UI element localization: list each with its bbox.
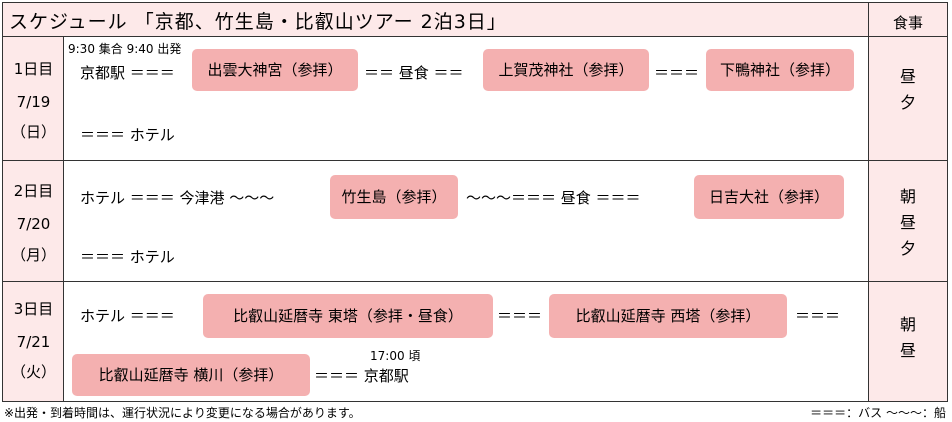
- day2-end: ＝＝＝ ホテル: [80, 248, 175, 266]
- day3-meals: 朝 昼: [869, 282, 947, 401]
- day3-meal-1: 朝: [899, 315, 916, 334]
- day1-meal-1: 昼: [899, 67, 916, 86]
- day1-start: 京都駅 ＝＝＝: [80, 64, 175, 82]
- day1-itinerary: 9:30 集合 9:40 出発 京都駅 ＝＝＝ 出雲大神宮（参拝） ＝＝ 昼食 …: [64, 37, 869, 161]
- day2-itinerary: ホテル ＝＝＝ 今津港 〜〜〜 竹生島（参拝） 〜〜〜＝＝＝ 昼食 ＝＝＝ 日吉…: [64, 161, 869, 282]
- day1-day: 1日目: [13, 60, 54, 78]
- day2-start: ホテル ＝＝＝ 今津港 〜〜〜: [80, 189, 275, 207]
- day1-meal-2: 夕: [899, 93, 916, 112]
- day2-weekday: （月）: [10, 246, 56, 264]
- day3-end: ＝＝＝ 京都駅: [314, 367, 409, 385]
- day2-meal-3: 夕: [899, 239, 916, 258]
- day2-date: 7/20: [16, 215, 51, 233]
- day3-spot3: 比叡山延暦寺 横川（参拝）: [72, 354, 310, 396]
- day2-meals: 朝 昼 夕: [869, 161, 947, 282]
- day3-spot1: 比叡山延暦寺 東塔（参拝・昼食）: [203, 294, 493, 338]
- day3-label-cell: 3日目 7/21 （火）: [3, 282, 64, 401]
- day1-end: ＝＝＝ ホテル: [80, 126, 175, 144]
- day2-meal-1: 朝: [899, 187, 916, 206]
- footer-note: ※出発・到着時間は、運行状況により変更になる場合があります。: [4, 406, 361, 420]
- day2-meal-2: 昼: [899, 213, 916, 232]
- day1-spot3: 下鴨神社（参拝）: [706, 49, 854, 91]
- day3-weekday: （火）: [10, 363, 56, 381]
- day1-mid1: ＝＝ 昼食 ＝＝: [364, 64, 464, 82]
- schedule-title: スケジュール 「京都、竹生島・比叡山ツアー 2泊3日」: [9, 11, 507, 33]
- day1-label-cell: 1日目 7/19 （日）: [3, 37, 64, 161]
- day2-spot2: 日吉大社（参拝）: [694, 175, 844, 219]
- day2-day: 2日目: [13, 182, 54, 200]
- schedule-table: スケジュール 「京都、竹生島・比叡山ツアー 2泊3日」 食事 1日目 7/19 …: [2, 2, 948, 402]
- day3-mid2: ＝＝＝: [795, 307, 841, 325]
- day3-mid1: ＝＝＝: [497, 307, 543, 325]
- day2-mid1: 〜〜〜＝＝＝ 昼食 ＝＝＝: [466, 189, 641, 207]
- day1-date: 7/19: [16, 93, 51, 111]
- day1-meals: 昼 夕: [869, 37, 947, 161]
- day3-time-note: 17:00 頃: [370, 349, 421, 363]
- day2-spot1: 竹生島（参拝）: [330, 175, 458, 219]
- day2-label-cell: 2日目 7/20 （月）: [3, 161, 64, 282]
- day1-mid2: ＝＝＝: [654, 64, 700, 82]
- day3-start: ホテル ＝＝＝: [80, 307, 175, 325]
- day3-spot2: 比叡山延暦寺 西塔（参拝）: [549, 294, 787, 338]
- day1-spot2: 上賀茂神社（参拝）: [483, 49, 649, 91]
- header-meal-cell: 食事: [869, 3, 947, 37]
- day3-meal-2: 昼: [899, 341, 916, 360]
- header-title-cell: スケジュール 「京都、竹生島・比叡山ツアー 2泊3日」: [3, 3, 869, 37]
- meal-header: 食事: [892, 14, 923, 32]
- day3-itinerary: ホテル ＝＝＝ 比叡山延暦寺 東塔（参拝・昼食） ＝＝＝ 比叡山延暦寺 西塔（参…: [64, 282, 869, 401]
- day3-date: 7/21: [16, 333, 51, 351]
- day1-spot1: 出雲大神宮（参拝）: [192, 49, 358, 91]
- day1-weekday: （日）: [10, 123, 56, 141]
- transport-legend: ＝＝＝：バス 〜〜〜：船: [810, 406, 946, 420]
- day1-time-note: 9:30 集合 9:40 出発: [68, 42, 182, 56]
- day3-day: 3日目: [13, 300, 54, 318]
